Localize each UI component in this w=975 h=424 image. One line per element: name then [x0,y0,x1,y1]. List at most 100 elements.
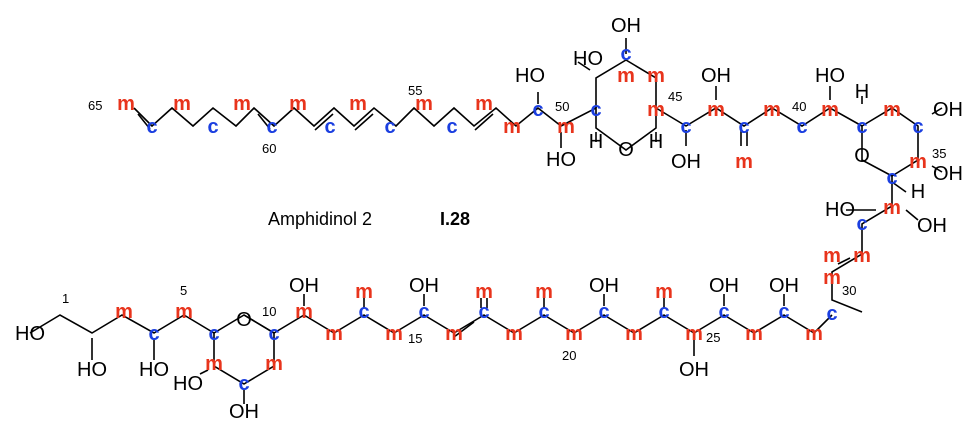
locant-50: 50 [555,99,569,114]
atom-c: c [268,323,279,345]
atom-c: c [658,301,669,323]
atom-m: m [475,281,493,303]
locant-20: 20 [562,348,576,363]
atom-m: m [617,65,635,87]
atom-m: m [647,99,665,121]
group-oh: OH [917,215,947,237]
atom-m: m [115,301,133,323]
locant-55: 55 [408,83,422,98]
group-ho: HO [815,65,845,87]
group-oh: OH [701,65,731,87]
group-oh: OH [409,275,439,297]
atom-m: m [325,323,343,345]
locant-labels: 1 5 10 15 20 25 30 35 40 45 50 55 60 65 [62,83,946,363]
locant-30: 30 [842,283,856,298]
atom-m: m [821,99,839,121]
atom-m: m [823,245,841,267]
atom-m: m [655,281,673,303]
atom-m: m [349,93,367,115]
atom-c: c [418,301,429,323]
locant-65: 65 [88,98,102,113]
atom-m: m [647,65,665,87]
compound-id: I.28 [440,209,470,229]
group-oh: OH [671,151,701,173]
group-oh: OH [709,275,739,297]
group-h: H [649,131,663,153]
group-oh: OH [679,359,709,381]
locant-5: 5 [180,283,187,298]
locant-25: 25 [706,330,720,345]
group-ho: HO [15,323,45,345]
atom-labels: mcmcmcmcmcmcmmcmcmcmmcmcmmcmcmcmcmcmmmcm… [115,43,927,395]
group-oh: OH [229,401,259,423]
atom-c: c [538,301,549,323]
atom-m: m [173,93,191,115]
atom-c: c [856,213,867,235]
atom-c: c [620,43,631,65]
locant-40: 40 [792,99,806,114]
atom-c: c [384,116,395,138]
atom-m: m [685,323,703,345]
atom-c: c [598,301,609,323]
atom-m: m [445,323,463,345]
atom-c: c [446,116,457,138]
locant-45: 45 [668,89,682,104]
compound-title: Amphidinol 2 I.28 [268,209,470,229]
locant-1: 1 [62,291,69,306]
group-h: H [589,131,603,153]
group-o: O [618,139,634,161]
atom-c: c [796,116,807,138]
group-oh: OH [611,15,641,37]
bond-skeleton [29,38,943,404]
locant-35: 35 [932,146,946,161]
atom-m: m [503,116,521,138]
atom-c: c [358,301,369,323]
atom-m: m [265,353,283,375]
atom-m: m [745,323,763,345]
atom-c: c [478,301,489,323]
group-ho: HO [515,65,545,87]
atom-m: m [233,93,251,115]
atom-c: c [207,116,218,138]
atom-c: c [826,303,837,325]
atom-m: m [535,281,553,303]
atom-m: m [565,323,583,345]
group-ho: HO [825,199,855,221]
atom-c: c [912,116,923,138]
atom-c: c [266,116,277,138]
atom-c: c [324,116,335,138]
compound-name: Amphidinol 2 [268,209,372,229]
atom-m: m [823,267,841,289]
group-ho: HO [139,359,169,381]
atom-m: m [883,99,901,121]
group-ho: HO [546,149,576,171]
group-oh: OH [769,275,799,297]
atom-m: m [175,301,193,323]
atom-m: m [505,323,523,345]
atom-m: m [415,93,433,115]
atom-c: c [738,116,749,138]
atom-c: c [148,323,159,345]
atom-m: m [117,93,135,115]
atom-c: c [590,99,601,121]
group-ho: HO [573,48,603,70]
atom-m: m [909,151,927,173]
atom-c: c [680,116,691,138]
atom-m: m [475,93,493,115]
atom-m: m [385,323,403,345]
group-oh: OH [589,275,619,297]
atom-m: m [355,281,373,303]
group-o: O [236,309,252,331]
group-h: H [855,81,869,103]
group-o: O [854,145,870,167]
atom-c: c [718,301,729,323]
atom-c: c [778,301,789,323]
atom-m: m [625,323,643,345]
locant-10: 10 [262,304,276,319]
group-oh: OH [289,275,319,297]
group-oh: OH [933,163,963,185]
atom-c: c [886,167,897,189]
atom-m: m [205,353,223,375]
